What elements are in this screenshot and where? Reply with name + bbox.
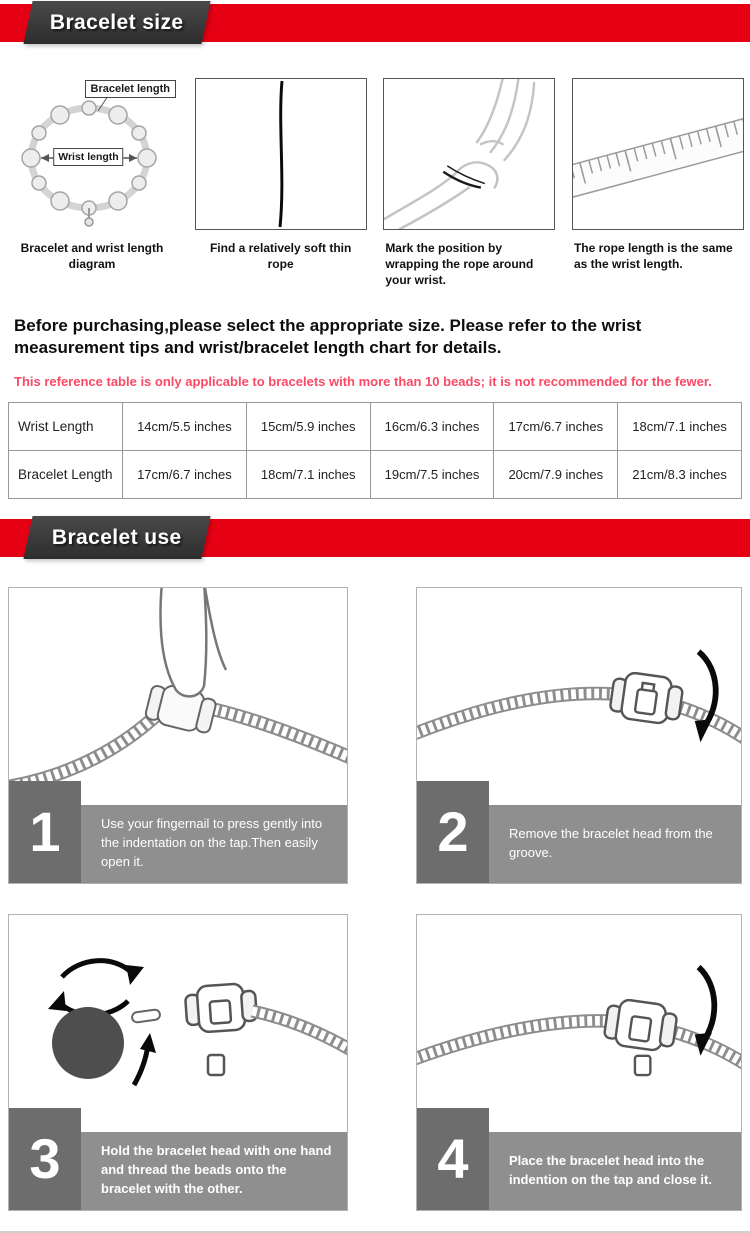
step-4-number: 4 xyxy=(417,1107,489,1210)
step-1-open-clasp-illustration-icon xyxy=(9,587,347,794)
bracelet-use-banner: Bracelet use xyxy=(0,515,750,559)
bracelet-size-title: Bracelet size xyxy=(50,10,184,34)
measure-caption-diagram: Bracelet and wrist length diagram xyxy=(20,241,164,272)
step-2-text: Remove the bracelet head from the groove… xyxy=(509,825,713,860)
table-cell: 15cm/5.9 inches xyxy=(245,401,371,451)
bracelet-use-title: Bracelet use xyxy=(52,525,182,549)
wrist-wrap-illustration-icon xyxy=(384,79,536,229)
bracelet-use-ribbon: Bracelet use xyxy=(23,515,211,559)
table-cell: 18cm/7.1 inches xyxy=(617,401,742,451)
step-1-text: Use your fingernail to press gently into… xyxy=(101,816,323,870)
wrap-wrist-box xyxy=(383,78,556,230)
use-step-panel-3: Hold the bracelet head with one hand and… xyxy=(8,913,348,1211)
table-cell: 14cm/5.5 inches xyxy=(122,401,247,451)
bracelet-size-banner: Bracelet size xyxy=(0,1,750,44)
bracelet-diagram-box: Bracelet length Wrist length xyxy=(6,78,178,230)
step-1-number: 1 xyxy=(9,780,81,883)
step-3-text: Hold the bracelet head with one hand and… xyxy=(101,1143,332,1197)
ruler-box xyxy=(571,78,744,230)
table-cell: 19cm/7.5 inches xyxy=(369,449,495,499)
measure-step-ruler: The rope length is the same as the wrist… xyxy=(571,78,744,289)
step-3-number: 3 xyxy=(9,1107,81,1210)
size-chart-table: Wrist Length 14cm/5.5 inches 15cm/5.9 in… xyxy=(8,401,742,499)
bracelet-size-ribbon: Bracelet size xyxy=(23,1,211,44)
wrist-length-label: Wrist length xyxy=(53,148,124,166)
table-cell: 16cm/6.3 inches xyxy=(369,401,495,451)
ruler-illustration-icon xyxy=(572,107,743,208)
table-cell: 17cm/6.7 inches xyxy=(493,401,619,451)
table-cell: 18cm/7.1 inches xyxy=(245,449,371,499)
step-4-text: Place the bracelet head into the indenti… xyxy=(509,1152,712,1187)
use-steps-grid: Use your fingernail to press gently into… xyxy=(0,557,750,1221)
step-2-number: 2 xyxy=(417,780,489,883)
measure-step-wrap: Mark the position by wrapping the rope a… xyxy=(383,78,556,289)
step-3-thread-beads-illustration-icon xyxy=(48,958,347,1086)
step-4-close-clasp-illustration-icon xyxy=(417,964,741,1077)
measure-caption-ruler: The rope length is the same as the wrist… xyxy=(573,241,733,272)
bottom-divider xyxy=(0,1230,750,1233)
rope-box xyxy=(194,78,367,230)
step-2-remove-head-illustration-icon xyxy=(417,649,741,744)
measure-step-diagram: Bracelet length Wrist length Bracelet an… xyxy=(6,78,178,289)
measure-instructions-row: Bracelet length Wrist length Bracelet an… xyxy=(0,42,750,289)
measure-caption-rope: Find a relatively soft thin rope xyxy=(209,241,352,272)
measure-step-rope: Find a relatively soft thin rope xyxy=(194,78,367,289)
table-cell: 21cm/8.3 inches xyxy=(617,449,742,499)
table-row-bracelet: Bracelet Length 17cm/6.7 inches 18cm/7.1… xyxy=(8,449,742,499)
rope-illustration-icon xyxy=(278,80,284,228)
measure-caption-wrap: Mark the position by wrapping the rope a… xyxy=(385,241,534,288)
use-step-panel-4: Place the bracelet head into the indenti… xyxy=(416,913,742,1211)
purchase-intro-text: Before purchasing,please select the appr… xyxy=(14,315,642,357)
table-row-wrist: Wrist Length 14cm/5.5 inches 15cm/5.9 in… xyxy=(8,401,742,451)
table-cell: 17cm/6.7 inches xyxy=(122,449,247,499)
use-step-panel-1: Use your fingernail to press gently into… xyxy=(8,586,348,884)
table-cell: 20cm/7.9 inches xyxy=(493,449,619,499)
use-step-panel-2: Remove the bracelet head from the groove… xyxy=(416,586,742,884)
table-cell: Bracelet Length xyxy=(8,449,123,499)
reference-note-text: This reference table is only applicable … xyxy=(14,373,712,389)
bracelet-length-label: Bracelet length xyxy=(84,80,176,98)
table-cell: Wrist Length xyxy=(8,401,123,451)
